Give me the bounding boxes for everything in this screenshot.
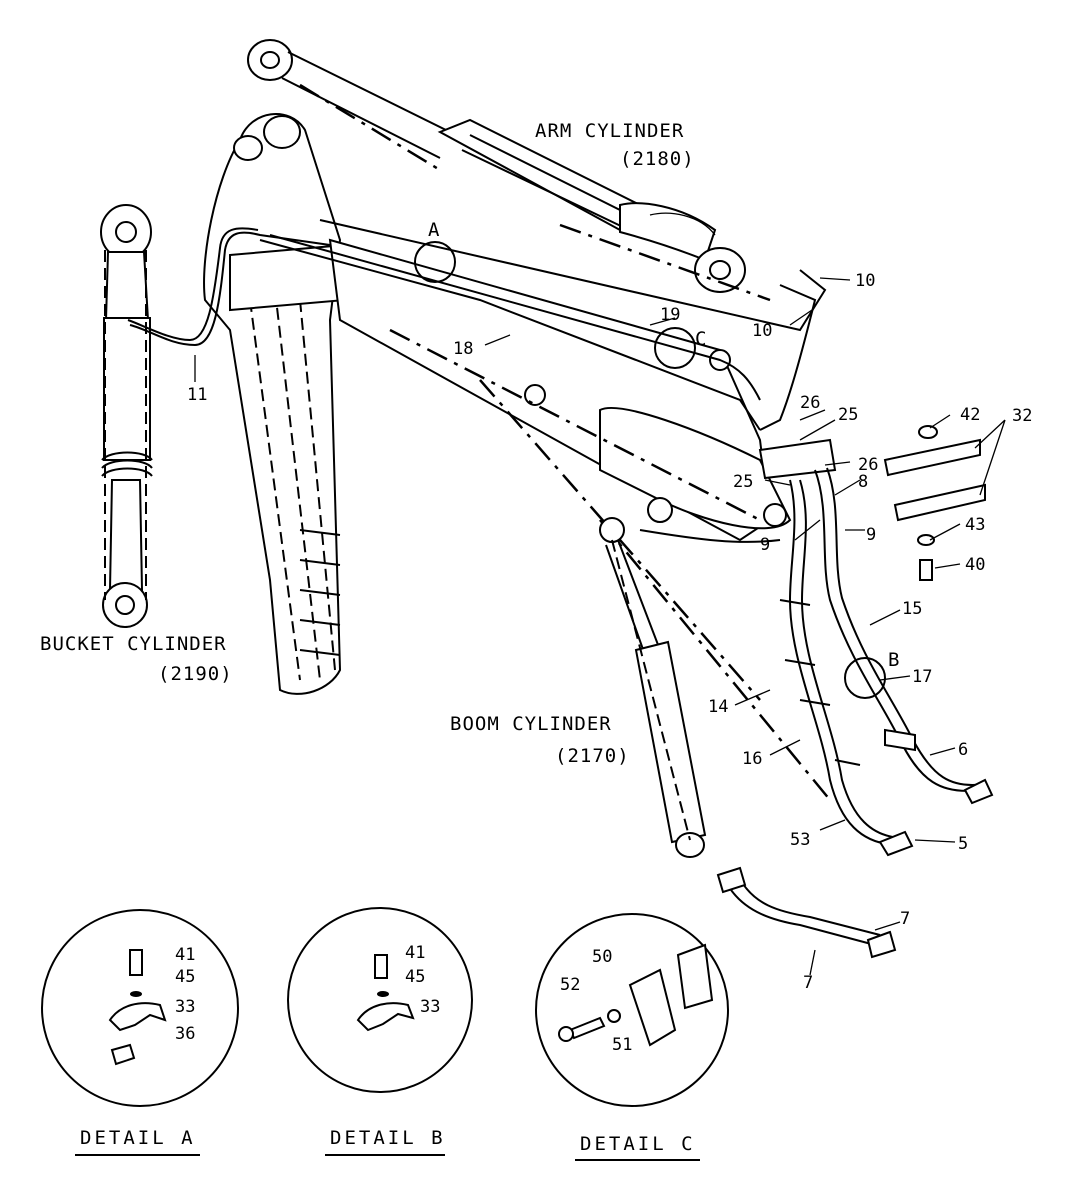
- callout-circle-a: [414, 241, 456, 283]
- detail-c-label: 52: [560, 975, 580, 995]
- callout-circle-c: [654, 327, 696, 369]
- bucket-cylinder-code: (2190): [158, 663, 233, 685]
- part-number-label: 14: [708, 697, 728, 717]
- callout-letter-b: B: [888, 649, 900, 671]
- hydraulic-lines: [127, 219, 994, 959]
- part-number-label: 11: [187, 385, 207, 405]
- callout-letter-c: C: [695, 328, 707, 350]
- bucket-cylinder: [100, 204, 153, 628]
- callout-letter-a: A: [428, 219, 440, 241]
- part-number-label: 17: [912, 667, 932, 687]
- detail-a-label: 45: [175, 967, 195, 987]
- detail-a-caption: DETAIL A: [80, 1127, 196, 1149]
- part-number-label: 9: [760, 535, 770, 555]
- part-number-label: 19: [660, 305, 680, 325]
- detail-a-label: 36: [175, 1024, 195, 1044]
- callout-circle-b: [844, 657, 886, 699]
- part-number-label: 42: [960, 405, 980, 425]
- part-number-label: 6: [958, 740, 968, 760]
- arm-cylinder: [247, 39, 771, 302]
- detail-c-label: 50: [592, 947, 612, 967]
- detail-c-label: 51: [612, 1035, 632, 1055]
- part-number-label: 8: [858, 472, 868, 492]
- part-number-label: 26: [858, 455, 878, 475]
- part-number-label: 26: [800, 393, 820, 413]
- boom-arm: [203, 113, 831, 801]
- detail-c: 50 52 51 DETAIL C: [535, 913, 729, 1161]
- part-number-label: 53: [790, 830, 810, 850]
- part-number-label: 40: [965, 555, 985, 575]
- boom-cylinder-code: (2170): [555, 745, 630, 767]
- detail-a-label: 41: [175, 945, 195, 965]
- boom-cylinder-title: BOOM CYLINDER: [450, 713, 612, 735]
- arm-cylinder-code: (2180): [620, 148, 695, 170]
- part-number-label: 43: [965, 515, 985, 535]
- arm-cylinder-title: ARM CYLINDER: [535, 120, 684, 142]
- detail-b-label: 33: [420, 997, 440, 1017]
- part-number-label: 25: [838, 405, 858, 425]
- detail-c-caption: DETAIL C: [580, 1133, 696, 1155]
- part-number-label: 25: [733, 472, 753, 492]
- part-number-label: 10: [752, 321, 772, 341]
- part-number-label: 32: [1012, 406, 1032, 426]
- part-number-label: 5: [958, 834, 968, 854]
- detail-b-label: 41: [405, 943, 425, 963]
- part-number-label: 10: [855, 271, 875, 291]
- part-number-label: 9: [866, 525, 876, 545]
- detail-b-caption: DETAIL B: [330, 1127, 446, 1149]
- part-number-label: 16: [742, 749, 762, 769]
- leader-lines: [194, 277, 1006, 976]
- part-number-label: 18: [453, 339, 473, 359]
- detail-a-label: 33: [175, 997, 195, 1017]
- bucket-cylinder-title: BUCKET CYLINDER: [40, 633, 227, 655]
- part-number-label: 15: [902, 599, 922, 619]
- part-number-label: 7: [803, 973, 813, 993]
- detail-a: 41 45 33 36 DETAIL A: [41, 909, 239, 1156]
- boom-cylinder: [599, 517, 707, 858]
- detail-b-label: 45: [405, 967, 425, 987]
- part-number-label: 7: [900, 909, 910, 929]
- detail-b: 41 45 33 DETAIL B: [287, 907, 473, 1156]
